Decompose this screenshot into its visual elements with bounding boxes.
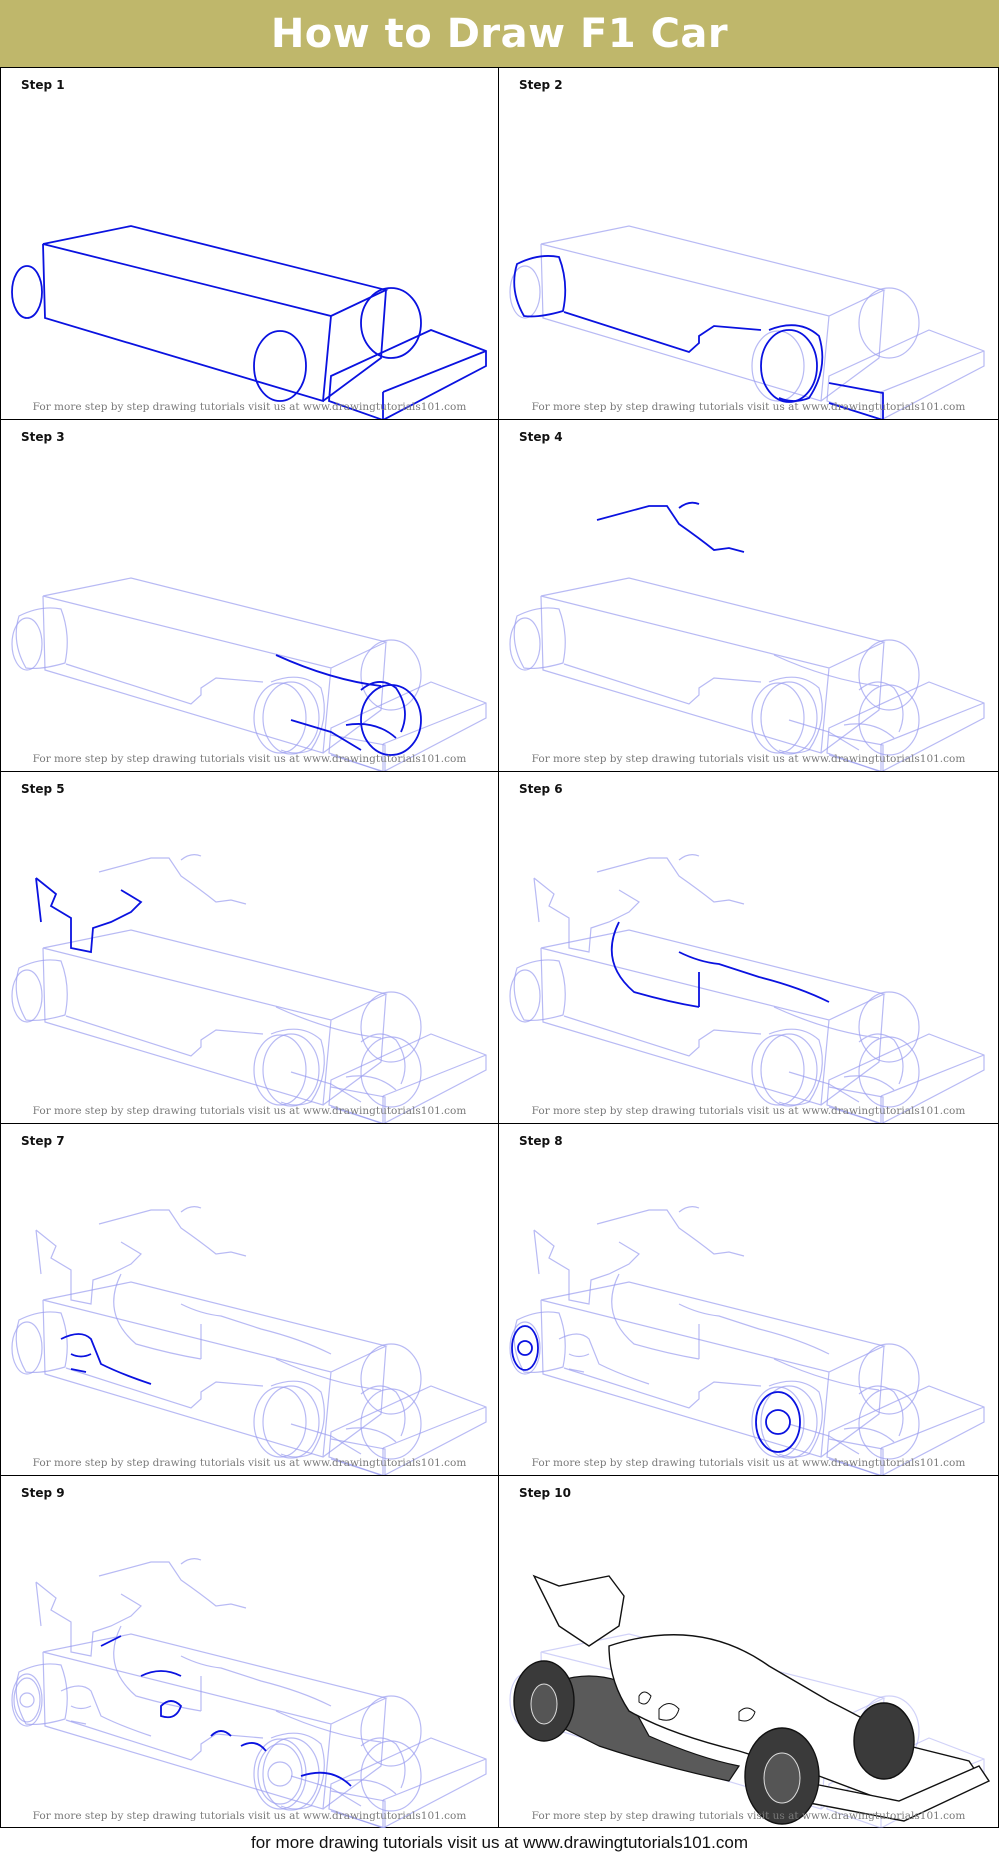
step-5-drawing [11, 854, 487, 1123]
step-panel-10: Step 10 For more step by step drawing tu… [499, 1476, 998, 1828]
livery-marks [638, 1691, 756, 1722]
step-label: Step 6 [519, 782, 563, 796]
step-panel-7: Step 7 For more step by step drawing tut… [1, 1124, 499, 1476]
step-label: Step 3 [21, 430, 65, 444]
step-panel-8: Step 8 For more step by step drawing tut… [499, 1124, 998, 1476]
title-banner: How to Draw F1 Car [0, 0, 999, 67]
step-2-drawing [509, 225, 985, 419]
step-panel-1: Step 1 For more step by step drawing tut… [1, 68, 499, 420]
step-label: Step 4 [519, 430, 563, 444]
step-label: Step 9 [21, 1486, 65, 1500]
step-9-drawing [11, 1558, 487, 1828]
step-caption: For more step by step drawing tutorials … [531, 1457, 966, 1469]
step-panel-2: Step 2 For more step by step drawing tut… [499, 68, 998, 420]
step-panel-6: Step 6 For more step by step drawing tut… [499, 772, 998, 1124]
step-8-drawing [509, 1206, 985, 1475]
step-panel-9: Step 9 For more step by step drawing tut… [1, 1476, 499, 1828]
step-10-drawing [509, 1574, 991, 1828]
step-label: Step 1 [21, 78, 65, 92]
step-panel-4: Step 4 For more step by step drawing tut… [499, 420, 998, 772]
step-label: Step 7 [21, 1134, 65, 1148]
step-label: Step 8 [519, 1134, 563, 1148]
step-caption: For more step by step drawing tutorials … [531, 401, 966, 413]
step-panel-3: Step 3 For more step by step drawing tut… [1, 420, 499, 772]
step-caption: For more step by step drawing tutorials … [32, 1810, 467, 1822]
step-label: Step 2 [519, 78, 563, 92]
step-4-drawing [509, 501, 985, 771]
step-caption: For more step by step drawing tutorials … [32, 753, 467, 765]
step-caption: For more step by step drawing tutorials … [32, 1105, 467, 1117]
step-6-drawing [509, 854, 985, 1123]
page-title: How to Draw F1 Car [270, 10, 729, 57]
step-3-drawing [11, 577, 487, 771]
step-panel-5: Step 5 For more step by step drawing tut… [1, 772, 499, 1124]
step-caption: For more step by step drawing tutorials … [32, 401, 467, 413]
step-1-drawing [11, 225, 487, 419]
step-label: Step 10 [519, 1486, 571, 1500]
wheels [513, 1660, 915, 1825]
step-caption: For more step by step drawing tutorials … [531, 1105, 966, 1117]
step-label: Step 5 [21, 782, 65, 796]
step-caption: For more step by step drawing tutorials … [531, 753, 966, 765]
steps-grid: Step 1 For more step by step drawing tut… [0, 67, 999, 1828]
footer-note: for more drawing tutorials visit us at w… [251, 1833, 748, 1852]
step-caption: For more step by step drawing tutorials … [531, 1810, 966, 1822]
step-caption: For more step by step drawing tutorials … [32, 1457, 467, 1469]
step-7-drawing [11, 1206, 487, 1475]
